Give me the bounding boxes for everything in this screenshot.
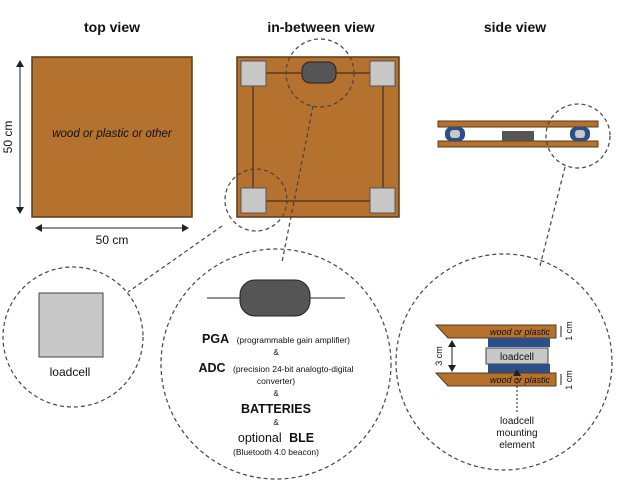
electronics-module bbox=[301, 61, 337, 84]
side-detail-loadcell-label: loadcell bbox=[500, 352, 534, 363]
loadcell-top-left bbox=[240, 60, 267, 87]
mounting-label-3: element bbox=[499, 440, 535, 451]
adc-line: ADC (precision 24-bit analogto-digital bbox=[198, 359, 353, 376]
in-between-view bbox=[224, 38, 400, 232]
pga-description: (programmable gain amplifier) bbox=[237, 335, 351, 345]
side-detail-dim-1cm-bottom-label: 1 cm bbox=[564, 370, 574, 390]
adc-description: (precision 24-bit analogto-digital bbox=[233, 364, 354, 374]
electronics-detail-circle bbox=[160, 248, 392, 480]
title-side-view: side view bbox=[484, 19, 546, 35]
side-top-plate bbox=[437, 120, 599, 128]
top-view-plate bbox=[31, 56, 193, 218]
title-in-between-view: in-between view bbox=[267, 19, 374, 35]
side-loadcell-left-core bbox=[450, 130, 460, 138]
ble-line: optional BLE bbox=[238, 429, 314, 446]
connector-side bbox=[539, 166, 566, 267]
adc-description-2: converter) bbox=[257, 376, 295, 386]
optional-label: optional bbox=[238, 431, 282, 445]
loadcell-detail: loadcell bbox=[2, 266, 144, 408]
ble-bold: BLE bbox=[289, 431, 314, 445]
pga-bold: PGA bbox=[202, 332, 229, 346]
top-view-plate-label: wood or plastic or other bbox=[52, 128, 173, 140]
top-view: wood or plastic or other 50 cm 50 cm bbox=[1, 56, 193, 247]
ampersand-2: & bbox=[273, 389, 279, 398]
callout-circle-loadcell bbox=[224, 168, 288, 232]
mounting-label-1: loadcell bbox=[500, 416, 534, 427]
loadcell-detail-square bbox=[38, 292, 104, 358]
height-dimension-label: 50 cm bbox=[1, 121, 15, 154]
side-detail-circle bbox=[395, 253, 613, 471]
side-loadcell-right-core bbox=[575, 130, 585, 138]
width-dimension-label: 50 cm bbox=[96, 233, 129, 247]
side-electronics-module bbox=[502, 131, 534, 141]
electronics-module-enlarged bbox=[239, 279, 311, 317]
electronics-detail: PGA (programmable gain amplifier) & ADC … bbox=[160, 248, 392, 480]
side-detail-top-plate-label: wood or plastic bbox=[490, 327, 551, 337]
side-detail-bottom-plate-label: wood or plastic bbox=[490, 375, 551, 385]
pga-line: PGA (programmable gain amplifier) bbox=[202, 330, 350, 347]
batteries-label: BATTERIES bbox=[241, 402, 311, 416]
loadcell-detail-circle bbox=[2, 266, 144, 408]
side-detail: wood or plastic loadcell wood or plastic… bbox=[395, 253, 613, 471]
side-detail-top-plate bbox=[434, 324, 557, 339]
loadcell-bottom-left bbox=[240, 187, 267, 214]
loadcell-bottom-right bbox=[369, 187, 396, 214]
connector-module bbox=[281, 105, 314, 263]
callout-circle-side bbox=[545, 103, 611, 169]
side-detail-blue-bottom bbox=[488, 364, 550, 373]
side-detail-dim-3cm-label: 3 cm bbox=[434, 346, 444, 366]
side-view bbox=[437, 103, 611, 169]
side-detail-blue-top bbox=[488, 338, 550, 347]
title-top-view: top view bbox=[84, 19, 140, 35]
ampersand-3: & bbox=[273, 418, 279, 427]
ampersand-1: & bbox=[273, 348, 279, 357]
callout-circle-module bbox=[285, 38, 355, 108]
mounting-label-2: mounting bbox=[496, 428, 537, 439]
loadcell-top-right bbox=[369, 60, 396, 87]
side-detail-dim-1cm-top-label: 1 cm bbox=[564, 321, 574, 341]
side-bottom-plate bbox=[437, 140, 599, 148]
connector-loadcell bbox=[127, 225, 223, 293]
adc-bold: ADC bbox=[198, 361, 225, 375]
loadcell-detail-label: loadcell bbox=[50, 365, 91, 379]
ble-description: (Bluetooth 4.0 beacon) bbox=[233, 447, 319, 457]
